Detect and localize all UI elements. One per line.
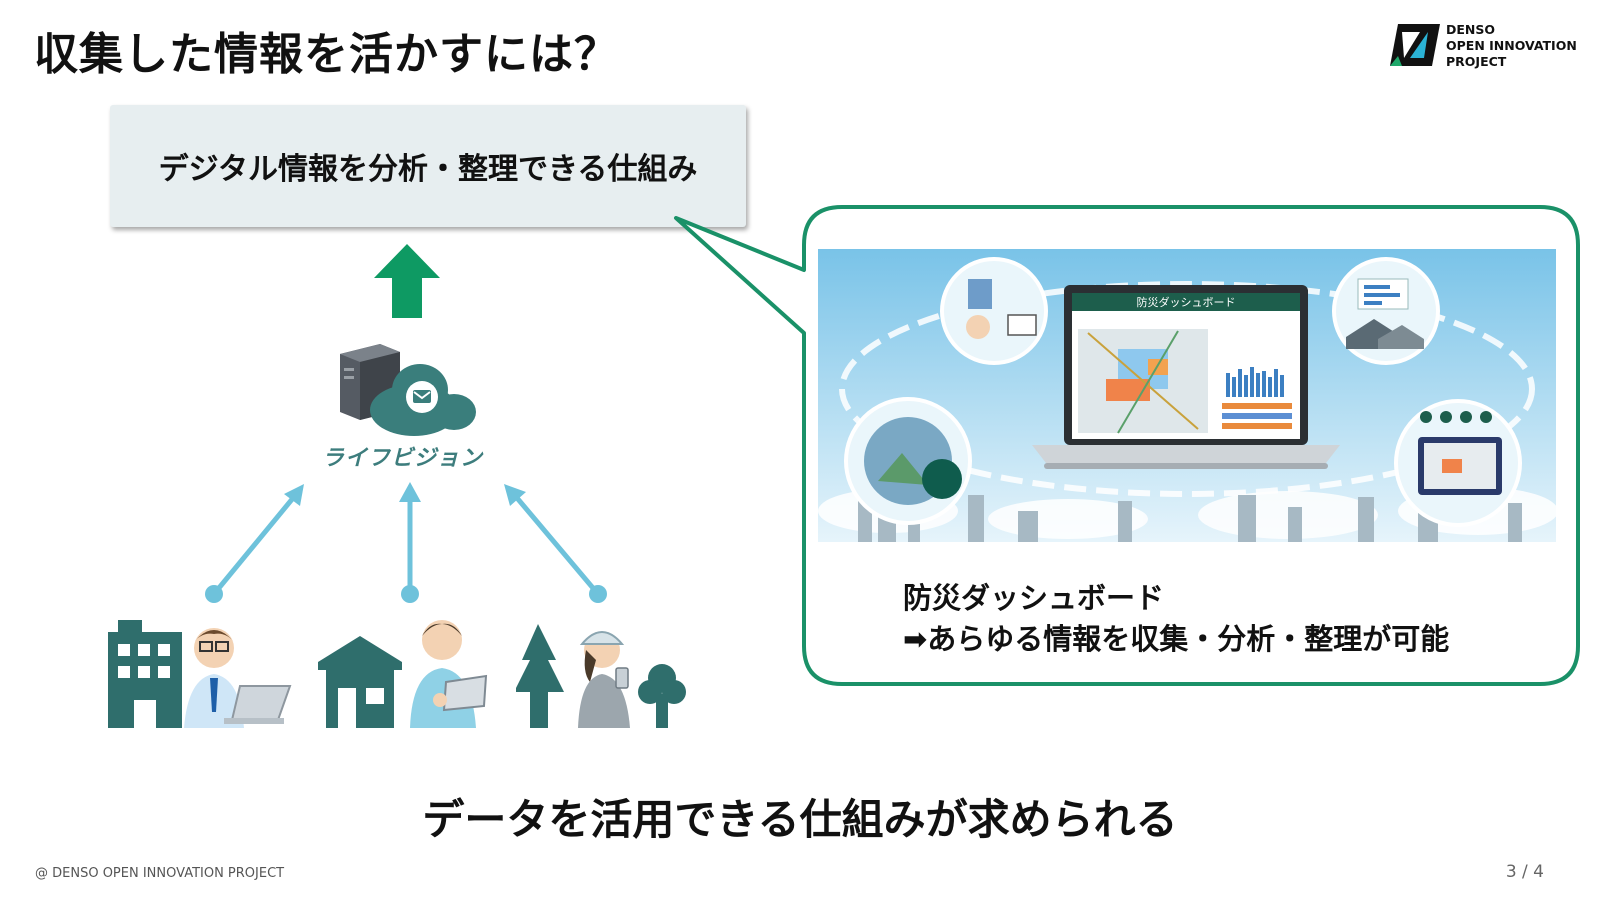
footer-copyright: @ DENSO OPEN INNOVATION PROJECT: [35, 866, 285, 881]
page-number: 3 / 4: [1505, 862, 1544, 882]
logo-line-2: OPEN INNOVATION: [1446, 38, 1577, 53]
denso-logo-mark: [1390, 24, 1440, 66]
office-worker-icon: [108, 620, 292, 728]
data-flow-arrows: [205, 482, 607, 603]
cloud-server-icon: [340, 344, 476, 436]
dashboard-caption: 防災ダッシュボード ➡あらゆる情報を収集・分析・整理が可能: [903, 578, 1449, 660]
caption-line-1: 防災ダッシュボード: [903, 581, 1165, 615]
analysis-system-box: デジタル情報を分析・整理できる仕組み: [110, 105, 746, 227]
up-arrow-icon: [374, 244, 440, 318]
home-resident-icon: [318, 620, 488, 728]
denso-logo: DENSO OPEN INNOVATION PROJECT: [1388, 22, 1578, 72]
logo-line-1: DENSO: [1446, 22, 1496, 37]
logo-text: DENSO OPEN INNOVATION PROJECT: [1446, 22, 1577, 70]
dashboard-illustration: 防災ダッシュボード: [818, 249, 1556, 542]
lifevision-brand: ライフビジョン: [322, 446, 484, 471]
analysis-system-label: デジタル情報を分析・整理できる仕組み: [158, 152, 698, 187]
logo-line-3: PROJECT: [1446, 54, 1507, 69]
caption-line-2: ➡あらゆる情報を収集・分析・整理が可能: [903, 622, 1450, 656]
slide-title: 収集した情報を活かすには？: [34, 29, 619, 80]
bottom-message: データを活用できる仕組みが求められる: [422, 795, 1178, 844]
dashboard-screen-title: 防災ダッシュボード: [1137, 295, 1236, 309]
field-worker-icon: [516, 624, 686, 728]
